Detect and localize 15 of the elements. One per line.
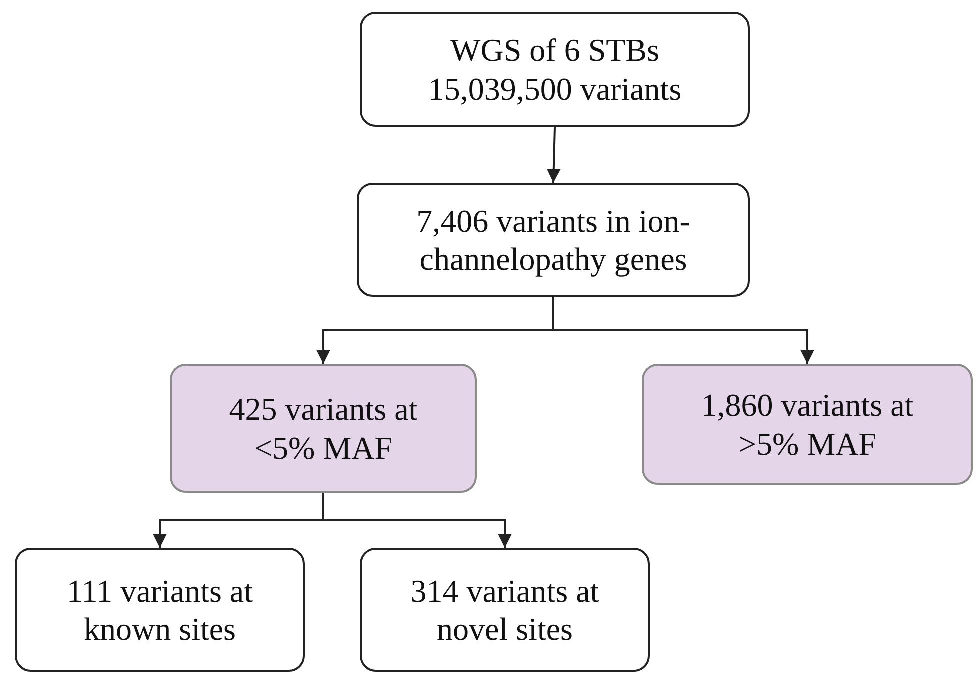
box-label: 425 variants at <5% MAF: [228, 390, 419, 467]
process-box: [15, 548, 305, 672]
process-box: [170, 364, 477, 493]
process-box: [360, 548, 650, 672]
box-label: WGS of 6 STBs 15,039,500 variants: [427, 31, 683, 108]
box-label: 7,406 variants in ion-channelopathy genes: [416, 202, 692, 278]
process-box: [357, 183, 750, 297]
arrow: [546, 126, 561, 184]
arrow: [552, 297, 814, 364]
process-box: [642, 364, 973, 485]
arrow: [322, 493, 512, 548]
box-label: 111 variants at known sites: [66, 572, 254, 648]
process-box: [360, 12, 750, 127]
box-label: 314 variants at novel sites: [410, 572, 600, 648]
box-label: 1,860 variants at >5% MAF: [700, 386, 915, 463]
